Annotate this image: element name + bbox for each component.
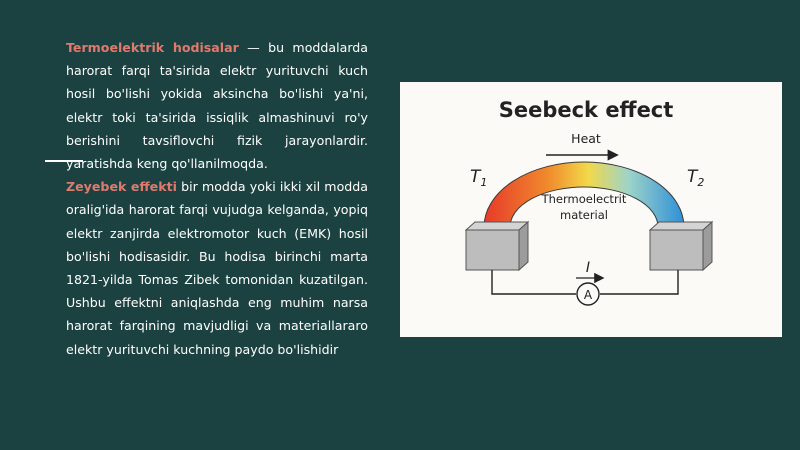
figure-title: Seebeck effect	[499, 98, 674, 122]
paragraph-termoelektrik: Termoelektrik hodisalar — bu moddalarda …	[66, 36, 368, 175]
ammeter-label: A	[584, 288, 593, 302]
material-label-line1: Thermoelectrit	[541, 192, 627, 206]
ammeter-icon	[576, 282, 600, 306]
material-label-line2: material	[560, 208, 608, 222]
current-label: I	[586, 260, 590, 276]
seebeck-figure: Seebeck effect Heat T1 T2 Thermoelectrit…	[400, 82, 782, 337]
t2-label: T2	[687, 167, 704, 189]
text-block: Termoelektrik hodisalar — bu moddalarda …	[66, 36, 368, 361]
right-block	[648, 220, 714, 272]
term-zeyebek-effekti: Zeyebek effekti	[66, 179, 177, 195]
seebeck-diagram: Seebeck effect Heat T1 T2 Thermoelectrit…	[464, 98, 714, 306]
term-termoelektrik-hodisalar: Termoelektrik hodisalar	[66, 40, 239, 55]
paragraph-zeyebek: Zeyebek effekti bir modda yoki ikki xil …	[66, 175, 368, 361]
t1-label: T1	[470, 167, 487, 189]
left-block	[464, 220, 530, 272]
circuit-wire	[491, 270, 679, 295]
paragraph-termoelektrik-text: — bu moddalarda harorat farqi ta'sirida …	[66, 40, 368, 172]
heat-label: Heat	[571, 131, 601, 146]
divider-mark	[45, 160, 83, 162]
paragraph-zeyebek-text: bir modda yoki ikki xil modda oralig'ida…	[66, 179, 368, 357]
